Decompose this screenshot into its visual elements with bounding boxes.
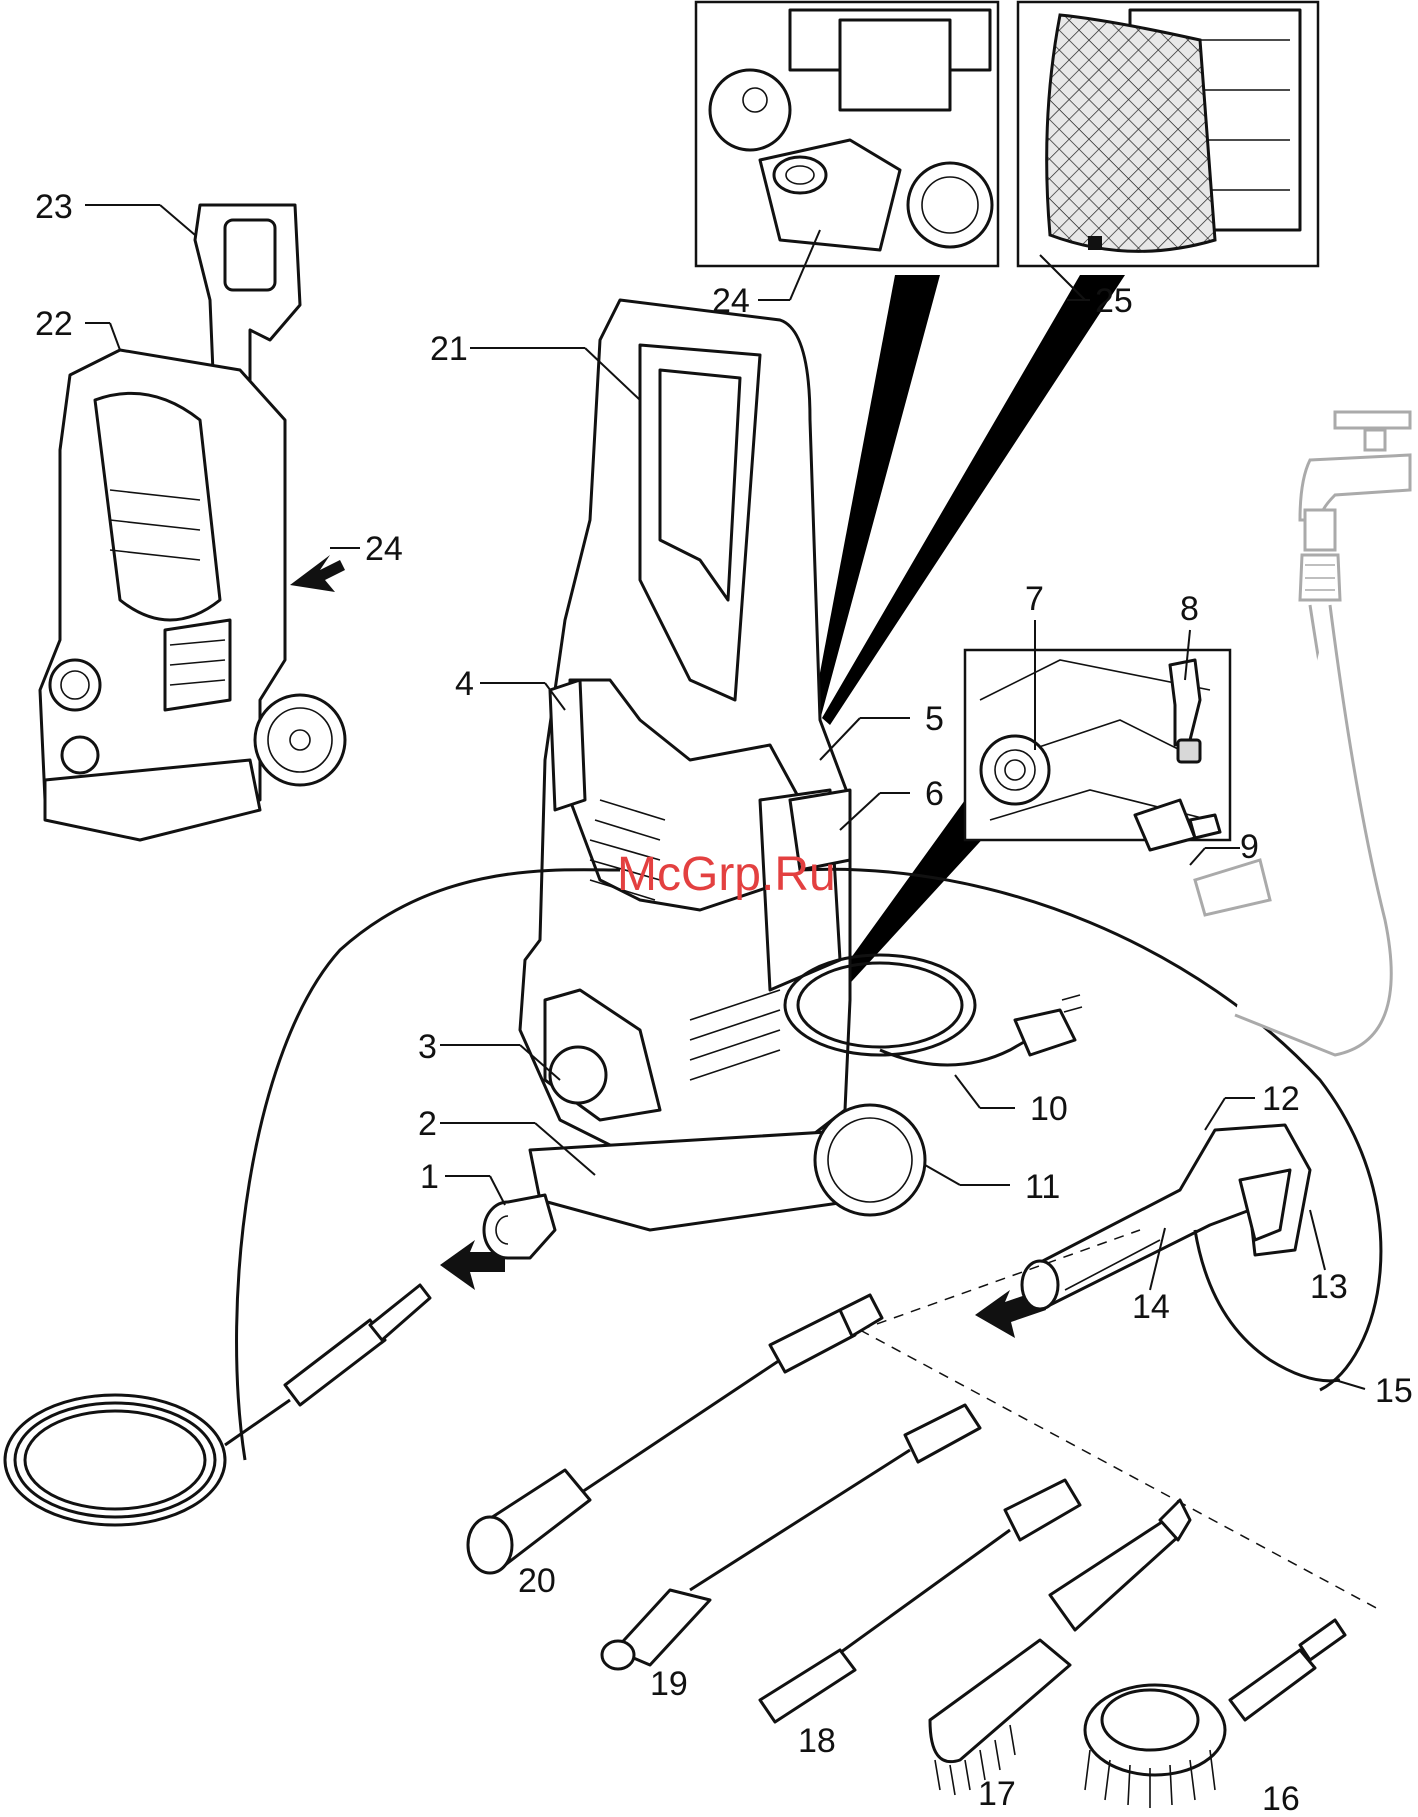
callout-15: 15 [1375, 1372, 1413, 1410]
callout-12: 12 [1262, 1080, 1300, 1118]
callout-11: 11 [1025, 1168, 1060, 1206]
callout-22: 22 [35, 305, 73, 343]
callout-13: 13 [1310, 1268, 1348, 1306]
callout-7: 7 [1025, 580, 1044, 618]
callout-3: 3 [418, 1028, 437, 1066]
callout-18: 18 [798, 1722, 836, 1760]
hose-coupling-tip [368, 1283, 432, 1342]
power-cord [783, 953, 1083, 1067]
accessory-group-outline [859, 1229, 1381, 1611]
callout-8: 8 [1180, 590, 1199, 628]
accessory-vario-lance [466, 1293, 884, 1575]
garden-hose-and-tap [1193, 410, 1412, 1057]
callout-21: 21 [430, 330, 468, 368]
pressure-washer-small-view [38, 203, 347, 842]
callout-2: 2 [418, 1105, 437, 1143]
insert-arrow [440, 1240, 505, 1290]
trigger-gun [1020, 1123, 1341, 1383]
high-pressure-hose [235, 867, 1383, 1461]
accessory-brush [928, 1498, 1192, 1796]
callout-24-small: 24 [365, 530, 403, 568]
inset-water-inlet [963, 648, 1232, 852]
inset-pointer-wedge [822, 275, 1125, 725]
connector-adapter [482, 1193, 557, 1260]
pressure-washer-main-unit [518, 298, 927, 1232]
inset-detergent-tank [694, 0, 1000, 268]
hose-coil [13, 1401, 217, 1519]
accessory-extension-lance [758, 1478, 1082, 1724]
callout-numbers: 23 22 24 21 24 25 4 5 6 7 8 9 3 2 1 10 1… [35, 188, 1413, 1817]
callout-23: 23 [35, 188, 73, 226]
callout-16: 16 [1262, 1780, 1300, 1817]
accessory-dirt-blaster [600, 1403, 982, 1671]
callout-20: 20 [518, 1562, 556, 1600]
callout-leaders [85, 204, 1366, 1390]
callout-14: 14 [1132, 1288, 1170, 1326]
callout-6: 6 [925, 775, 944, 813]
hose-coupling [283, 1318, 387, 1407]
accessory-rotating-brush [1083, 1618, 1347, 1808]
callout-1: 1 [420, 1158, 439, 1196]
hose-coil [3, 1393, 227, 1527]
callout-25: 25 [1095, 282, 1133, 320]
hose-coil [23, 1409, 207, 1511]
callout-4: 4 [455, 665, 474, 703]
callout-5: 5 [925, 700, 944, 738]
callout-17: 17 [978, 1775, 1016, 1813]
callout-9: 9 [1240, 828, 1259, 866]
watermark: McGrp.Ru [617, 848, 836, 901]
callout-19: 19 [650, 1665, 688, 1703]
hose-to-coupling [224, 1398, 291, 1447]
inset-filter-mesh [1016, 0, 1320, 268]
callout-24-inset: 24 [712, 282, 750, 320]
callout-10: 10 [1030, 1090, 1068, 1128]
inset-pointer-wedge [812, 275, 940, 720]
inset-pointer-wedge [822, 800, 1000, 1005]
arrow-tank-indicator [290, 555, 345, 592]
